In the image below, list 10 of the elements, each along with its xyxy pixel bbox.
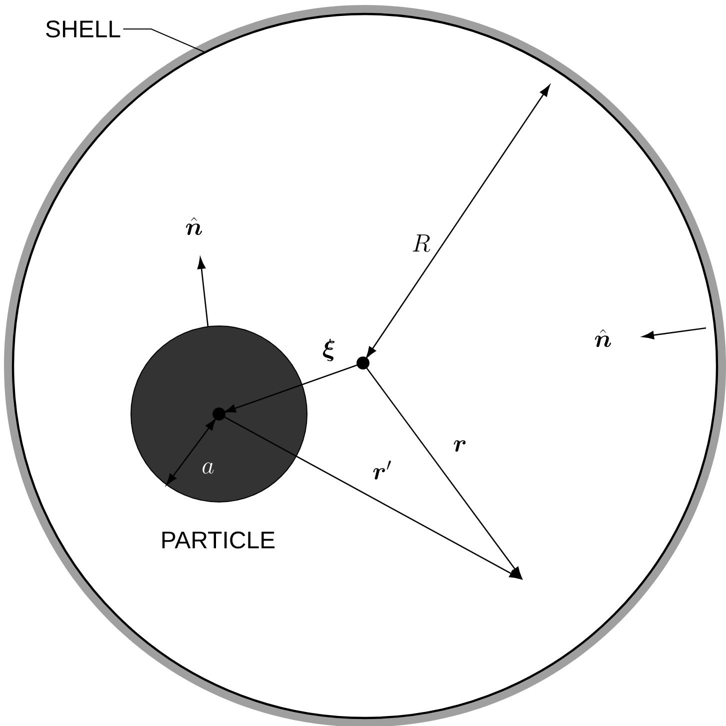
math-label: $\boldsymbol{r}'$ xyxy=(373,460,391,480)
particle-label: PARTICLE xyxy=(162,532,275,548)
math-label: $R$ xyxy=(412,234,430,252)
math-label: $a$ xyxy=(202,462,214,474)
shell-label: SHELL xyxy=(46,20,120,38)
math-label: $\hat{\boldsymbol{n}}$ xyxy=(186,217,202,236)
math-label: $\boldsymbol{\xi}$ xyxy=(322,338,335,362)
math-label: $\boldsymbol{r}$ xyxy=(454,440,466,452)
leader-line xyxy=(122,28,206,53)
math-label: $\hat{\boldsymbol{n}}$ xyxy=(594,329,612,348)
